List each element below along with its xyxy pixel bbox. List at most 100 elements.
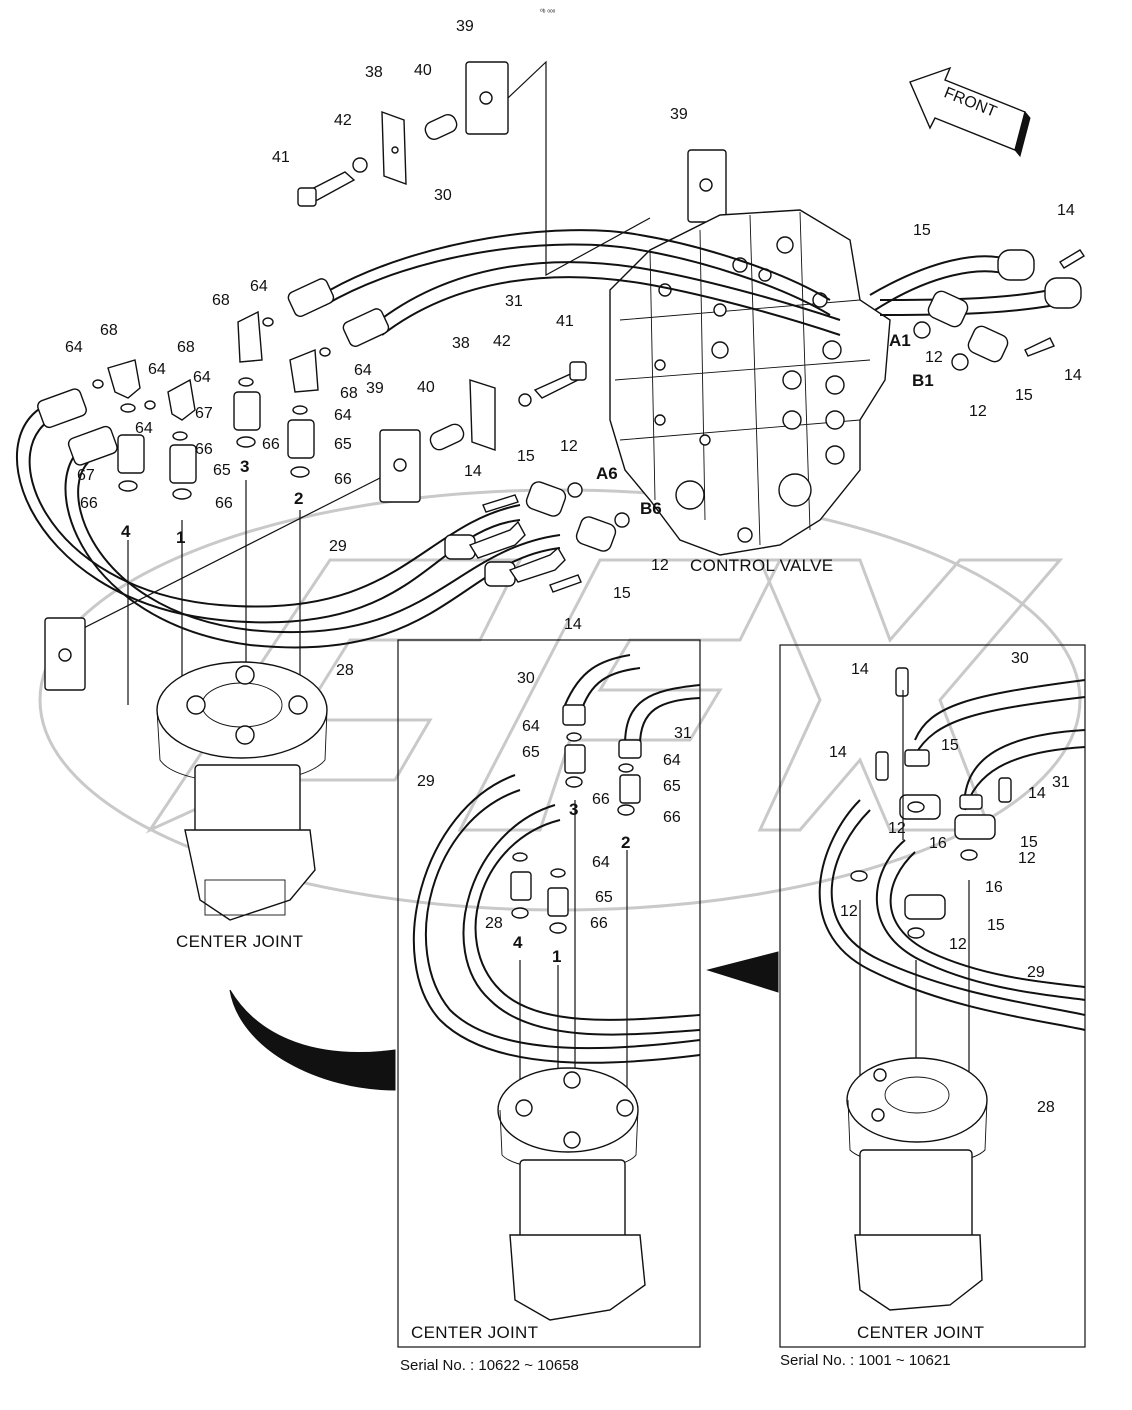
- part-number-label: 65: [522, 744, 540, 761]
- caption-control-valve: CONTROL VALVE: [690, 556, 833, 575]
- center-joint-main: [156, 661, 328, 921]
- part-number-label: 66: [590, 915, 608, 932]
- part-number-label: 67: [195, 405, 213, 422]
- part-number-label: 66: [80, 495, 98, 512]
- part-number-label: 39: [366, 380, 384, 397]
- part-number-label: 64: [250, 278, 268, 295]
- serial-inset1: Serial No. : 10622 ~ 10658: [400, 1357, 579, 1374]
- part-number-label: 14: [851, 661, 869, 678]
- part-number-label: 15: [613, 585, 631, 602]
- part-number-label: 15: [987, 917, 1005, 934]
- part-number-label: 67: [77, 467, 95, 484]
- part-number-label: 66: [592, 791, 610, 808]
- port-labels: A1 B1 A6 B6 4 1 3 2: [121, 331, 934, 547]
- inset-2: [779, 644, 1086, 1348]
- part-number-label: 31: [1052, 774, 1070, 791]
- part-number-label: 30: [1011, 650, 1029, 667]
- inset-1: [397, 639, 701, 1348]
- part-number-label: 68: [100, 322, 118, 339]
- part-number-label: 42: [334, 112, 352, 129]
- part-number-label: 12: [969, 403, 987, 420]
- port-label-b1: B1: [912, 371, 934, 390]
- part-number-label: 14: [464, 463, 482, 480]
- part-number-label: 41: [556, 313, 574, 330]
- port-number-2: 2: [621, 833, 630, 852]
- part-number-label: 12: [651, 557, 669, 574]
- part-number-label: 16: [929, 835, 947, 852]
- part-number-label: 64: [334, 407, 352, 424]
- part-number-label: 29: [417, 773, 435, 790]
- part-number-label: 65: [595, 889, 613, 906]
- caption-center-joint-inset1: CENTER JOINT: [411, 1323, 538, 1342]
- part-number-label: 64: [592, 854, 610, 871]
- part-number-label: 66: [262, 436, 280, 453]
- part-number-label: 66: [195, 441, 213, 458]
- part-number-label: 68: [212, 292, 230, 309]
- labels-main: 39 38 40 42 41 39 30 31 14 15 64 68 68 6…: [65, 18, 1082, 679]
- part-number-label: 66: [663, 809, 681, 826]
- part-number-label: 15: [517, 448, 535, 465]
- part-number-label: 12: [888, 820, 906, 837]
- part-number-label: 66: [215, 495, 233, 512]
- part-number-label: 15: [1015, 387, 1033, 404]
- labels-inset-2: 30 14 15 14 31 14 15 12 16 12 16 12 15 1…: [829, 650, 1070, 1342]
- hoses-main: [15, 229, 1082, 649]
- port-number-4: 4: [513, 933, 523, 952]
- fittings-main: [92, 310, 331, 740]
- part-number-label: 65: [663, 778, 681, 795]
- part-number-label: 68: [340, 385, 358, 402]
- part-number-label: 12: [840, 903, 858, 920]
- part-number-label: 14: [1064, 367, 1082, 384]
- pointer-arrows: [229, 951, 779, 1091]
- part-number-label: 64: [148, 361, 166, 378]
- serial-inset2: Serial No. : 1001 ~ 10621: [780, 1352, 951, 1369]
- part-number-label: 68: [177, 339, 195, 356]
- part-number-label: 31: [505, 293, 523, 310]
- part-number-label: 28: [485, 915, 503, 932]
- part-number-label: 29: [1027, 964, 1045, 981]
- part-number-label: 15: [941, 737, 959, 754]
- part-number-label: 28: [336, 662, 354, 679]
- flanges-main: [482, 249, 1085, 593]
- part-number-label: 41: [272, 149, 290, 166]
- part-number-label: 14: [1028, 785, 1046, 802]
- control-valve: [609, 209, 891, 556]
- port-label-a1: A1: [889, 331, 911, 350]
- part-number-label: 39: [456, 18, 474, 35]
- part-number-label: 12: [560, 438, 578, 455]
- part-number-label: 64: [135, 420, 153, 437]
- part-number-label: 29: [329, 538, 347, 555]
- part-number-label: 66: [334, 471, 352, 488]
- part-number-label: 12: [925, 349, 943, 366]
- part-number-label: 65: [334, 436, 352, 453]
- part-number-label: 38: [452, 335, 470, 352]
- part-number-label: 14: [829, 744, 847, 761]
- part-number-label: 65: [213, 462, 231, 479]
- part-number-label: 30: [434, 187, 452, 204]
- part-number-label: 42: [493, 333, 511, 350]
- caption-center-joint-main: CENTER JOINT: [176, 932, 303, 951]
- port-label-b6: B6: [640, 499, 662, 518]
- part-number-label: 30: [517, 670, 535, 687]
- port-number-4: 4: [121, 522, 131, 541]
- part-number-label: 15: [913, 222, 931, 239]
- part-number-label: 39: [670, 106, 688, 123]
- port-number-3: 3: [240, 457, 249, 476]
- clamp-assembly-upper: [297, 60, 727, 277]
- part-number-label: 40: [414, 62, 432, 79]
- labels-inset-1: 30 31 64 65 64 65 66 66 29 64 65 28 66 3…: [411, 670, 692, 1342]
- clamp-assembly-lower: [44, 361, 587, 691]
- part-number-label: 64: [663, 752, 681, 769]
- part-number-label: 38: [365, 64, 383, 81]
- part-number-label: 14: [1057, 202, 1075, 219]
- part-number-label: 64: [193, 369, 211, 386]
- front-arrow: FRONT: [909, 66, 1031, 158]
- port-number-2: 2: [294, 489, 303, 508]
- part-number-label: 40: [417, 379, 435, 396]
- part-number-label: 16: [985, 879, 1003, 896]
- part-number-label: 64: [65, 339, 83, 356]
- part-number-label: 31: [674, 725, 692, 742]
- part-number-label: 15: [1020, 834, 1038, 851]
